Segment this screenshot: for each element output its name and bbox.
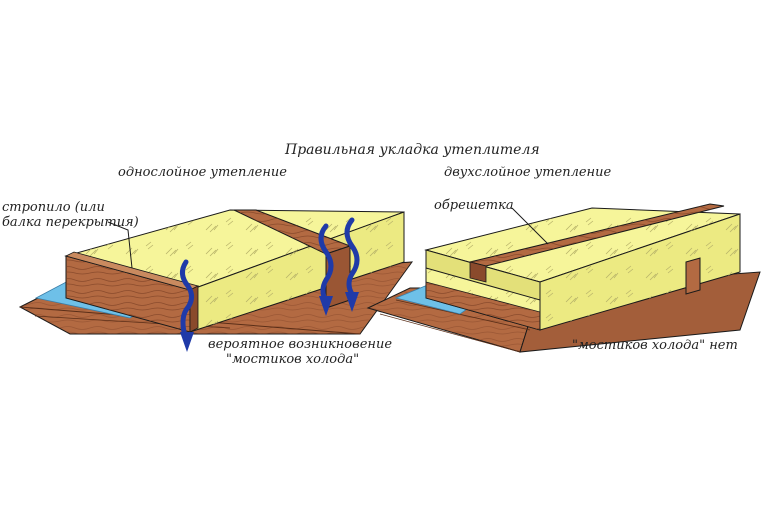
rafter-label-line2: балка перекрытия) bbox=[2, 215, 139, 230]
wavy-down-arrow-icon bbox=[180, 259, 194, 343]
batten-leader-line bbox=[511, 207, 549, 245]
rafter-label-line1: стропило (или bbox=[2, 200, 105, 215]
wavy-down-arrow-icon bbox=[344, 217, 360, 297]
wavy-down-arrow-icon bbox=[180, 332, 194, 352]
right-rafter-front bbox=[685, 257, 701, 295]
no-cold-bridge-note: "мостиков холода" нет bbox=[572, 338, 738, 353]
cold-bridge-note-line2: "мостиков холода" bbox=[226, 352, 360, 367]
cold-bridge-arrows bbox=[180, 217, 360, 352]
wavy-down-arrow-icon bbox=[318, 223, 334, 305]
rafter-leader-line bbox=[107, 221, 133, 269]
single-layer-heading: однослойное утепление bbox=[118, 165, 287, 180]
wavy-down-arrow-icon bbox=[319, 296, 333, 316]
cold-bridge-note-line1: вероятное возникновение bbox=[208, 337, 393, 352]
batten-label: обрешетка bbox=[434, 198, 514, 213]
double-layer-assembly bbox=[366, 203, 761, 353]
double-layer-heading: двухслойное утепление bbox=[444, 165, 612, 180]
diagram-title: Правильная укладка утеплителя bbox=[285, 142, 540, 158]
wavy-down-arrow-icon bbox=[345, 292, 359, 312]
